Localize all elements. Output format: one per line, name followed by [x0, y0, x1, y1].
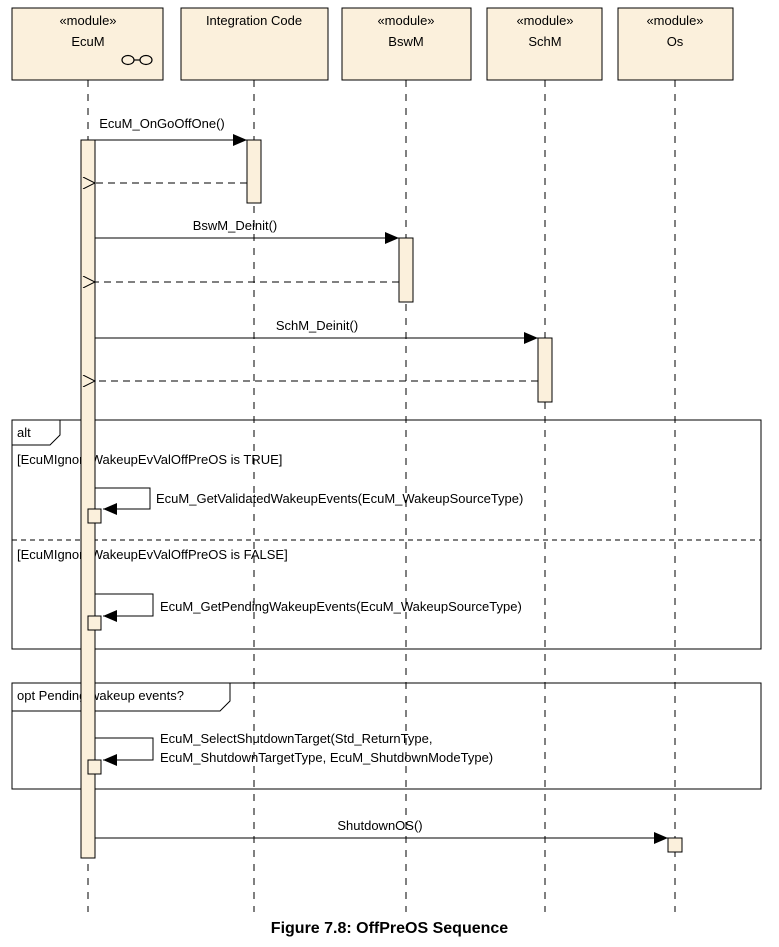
activation-integration-code [246, 139, 262, 204]
message-label: EcuM_GetValidatedWakeupEvents(EcuM_Wakeu… [156, 491, 523, 506]
activation-ecum-nested [87, 508, 102, 524]
lifeline-stereotype-os: «module» [646, 13, 703, 28]
self-message-get-validated-wakeup-events: EcuM_GetValidatedWakeupEvents(EcuM_Wakeu… [87, 487, 523, 524]
message-label-line-2: EcuM_ShutdownTargetType, EcuM_ShutdownMo… [160, 750, 493, 765]
lifeline-name-schm: SchM [528, 34, 561, 49]
lifeline-stereotype-bswm: «module» [377, 13, 434, 28]
activation-schm [537, 337, 553, 403]
activation-os [667, 837, 683, 853]
lifeline-header-integration-code: Integration Code [180, 7, 329, 81]
message-label: EcuM_OnGoOffOne() [99, 116, 224, 131]
lifeline-stereotype-schm: «module» [516, 13, 573, 28]
message-label: SchM_Deinit() [276, 318, 358, 333]
fragment-alt-operator: alt [17, 425, 31, 440]
fragment-alt-guard-false: [EcuMIgnoreWakeupEvValOffPreOS is FALSE] [17, 547, 288, 562]
lifeline-header-schm: «module» SchM [486, 7, 603, 81]
activation-bswm [398, 237, 414, 303]
lifeline-header-bswm: «module» BswM [341, 7, 472, 81]
message-shutdown-os: ShutdownOS() [95, 818, 668, 844]
activation-ecum-nested [87, 759, 102, 775]
lifeline-name-os: Os [667, 34, 684, 49]
fragment-opt: opt Pending wakeup events? [11, 682, 762, 790]
sequence-diagram: «module» EcuM Integration Code «module» … [11, 7, 762, 912]
activation-ecum-nested [87, 615, 102, 631]
subsystem-glasses-icon [121, 54, 153, 66]
fragment-opt-operator: opt Pending wakeup events? [17, 688, 184, 703]
message-label: EcuM_GetPendingWakeupEvents(EcuM_WakeupS… [160, 599, 522, 614]
activation-ecum [80, 139, 96, 859]
fragment-alt: alt [EcuMIgnoreWakeupEvValOffPreOS is TR… [11, 419, 762, 650]
lifeline-header-ecum: «module» EcuM [11, 7, 164, 81]
message-bswm-deinit: BswM_Deinit() [95, 218, 399, 244]
self-message-select-shutdown-target: EcuM_SelectShutdownTarget(Std_ReturnType… [87, 731, 493, 775]
message-label-line-1: EcuM_SelectShutdownTarget(Std_ReturnType… [160, 731, 432, 746]
lifeline-name-bswm: BswM [388, 34, 423, 49]
message-schm-deinit: SchM_Deinit() [95, 318, 538, 344]
message-label: ShutdownOS() [337, 818, 422, 833]
lifeline-stereotype-ecum: «module» [59, 13, 116, 28]
message-ecum-ongooffone: EcuM_OnGoOffOne() [95, 116, 247, 146]
lifeline-name-ecum: EcuM [71, 34, 104, 49]
message-label: BswM_Deinit() [193, 218, 278, 233]
lifeline-name-integration-code: Integration Code [206, 13, 302, 28]
lifeline-header-os: «module» Os [617, 7, 734, 81]
fragment-alt-guard-true: [EcuMIgnoreWakeupEvValOffPreOS is TRUE] [17, 452, 282, 467]
self-message-get-pending-wakeup-events: EcuM_GetPendingWakeupEvents(EcuM_WakeupS… [87, 593, 522, 631]
figure-caption: Figure 7.8: OffPreOS Sequence [270, 920, 509, 937]
